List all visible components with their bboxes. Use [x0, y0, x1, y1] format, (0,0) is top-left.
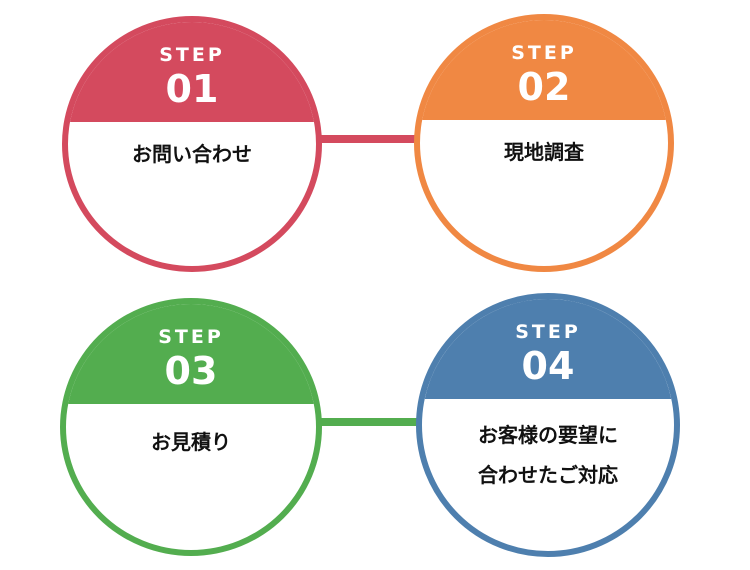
step-3-label: お見積り [151, 430, 231, 454]
connector-step1-step2 [310, 135, 430, 143]
step-3-body: お見積り [66, 404, 316, 544]
step-1-circle: STEP 01 お問い合わせ [62, 16, 322, 272]
step-1-header: STEP 01 [68, 22, 316, 122]
step-3-header: STEP 03 [66, 304, 316, 404]
step-4-label: お客様の要望に 合わせたご対応 [478, 423, 618, 487]
step-4-circle: STEP 04 お客様の要望に 合わせたご対応 [416, 293, 680, 557]
step-4-header: STEP 04 [422, 299, 674, 399]
step-2-number: 02 [517, 65, 571, 109]
step-4-word: STEP [515, 321, 581, 343]
step-1-label: お問い合わせ [132, 142, 252, 166]
step-4-number: 04 [521, 344, 575, 388]
step-2-label: 現地調査 [504, 140, 584, 164]
step-2-word: STEP [511, 42, 577, 64]
step-3-word: STEP [158, 326, 224, 348]
step-2-circle: STEP 02 現地調査 [414, 14, 674, 272]
step-2-header: STEP 02 [420, 20, 668, 120]
step-1-number: 01 [165, 67, 219, 111]
step-2-body: 現地調査 [420, 120, 668, 260]
step-3-number: 03 [164, 349, 218, 393]
step-3-circle: STEP 03 お見積り [60, 298, 322, 556]
connector-step3-step4 [312, 418, 432, 426]
step-4-body: お客様の要望に 合わせたご対応 [422, 399, 674, 539]
step-1-body: お問い合わせ [68, 122, 316, 262]
step-1-word: STEP [159, 44, 225, 66]
